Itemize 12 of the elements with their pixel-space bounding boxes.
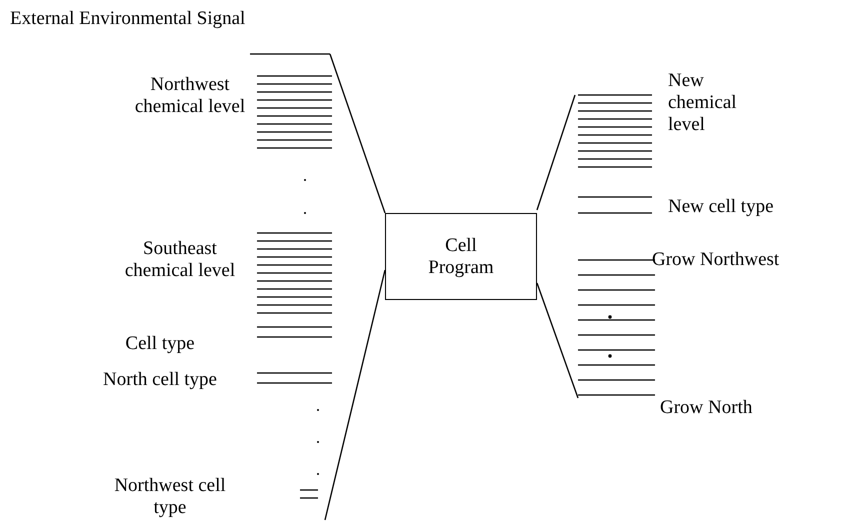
signal-label: Grow North [660,397,752,419]
process-box [385,213,537,300]
process-label: Cell Program [427,234,495,278]
signal-label: Grow Northwest [652,249,780,271]
signal-label: External Environmental Signal [10,8,246,30]
signal-label: Northwest cell type [113,475,227,519]
signal-label: North cell type [103,369,217,391]
signal-label: Northwest chemical level [134,74,246,118]
signal-label: New cell type [668,196,774,218]
signal-label: Cell type [125,333,195,355]
signal-label: New chemical level [668,70,738,136]
signal-label: Southeast chemical level [124,238,236,282]
